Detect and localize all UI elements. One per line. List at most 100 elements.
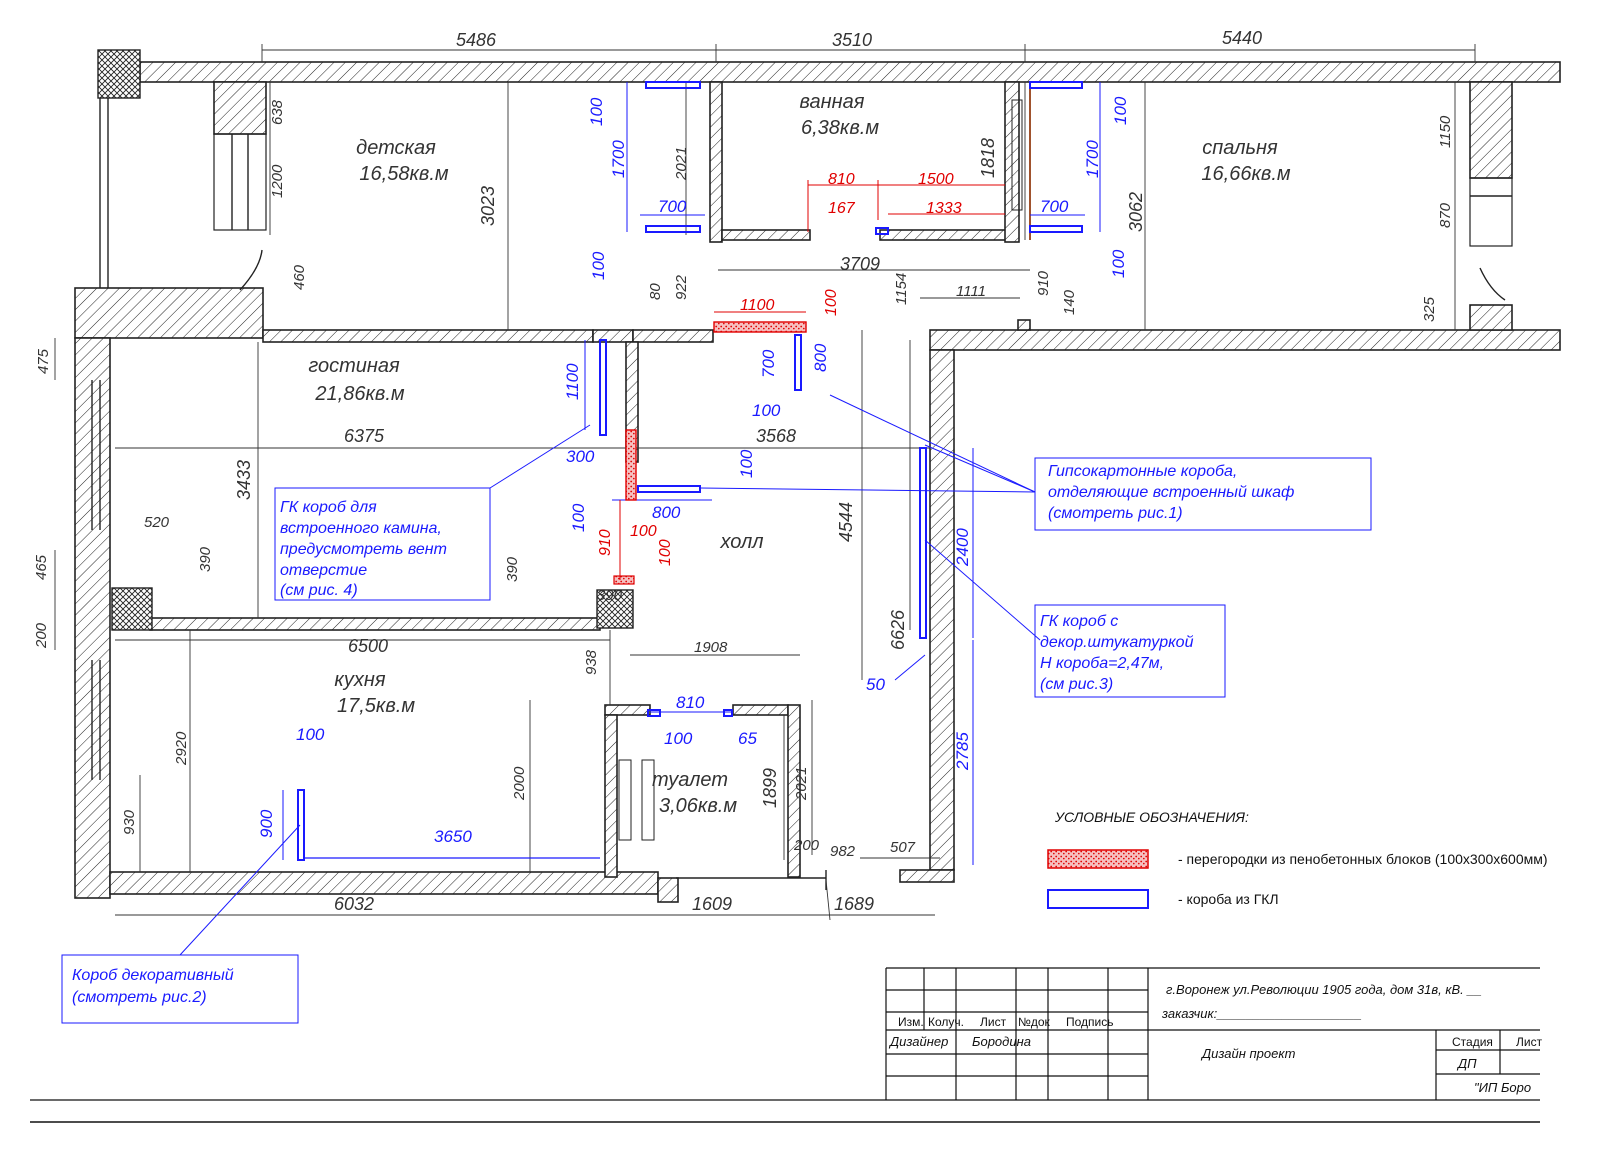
note-plaster: ГК короб с декор.штукатуркой Н короба=2,…: [1040, 613, 1194, 693]
tb-designer-name: Бородина: [972, 1034, 1031, 1049]
blue-dim-810: 810: [676, 693, 705, 712]
tb-designer-label: Дизайнер: [888, 1034, 948, 1049]
room-kids-name: детская: [356, 137, 436, 159]
red-dim-100-a: 100: [823, 289, 840, 316]
title-block: [30, 967, 1540, 1123]
dim-top-1: 5486: [456, 30, 497, 50]
svg-text:(см рис. 4): (см рис. 4): [280, 582, 358, 599]
dim-1154: 1154: [893, 273, 910, 305]
dim-507: 507: [890, 839, 916, 856]
note-box-decor: [61, 954, 299, 1024]
blue-dim-700-a: 700: [658, 197, 687, 216]
tb-project: Дизайн проект: [1200, 1046, 1296, 1061]
dim-200-a: 200: [33, 622, 50, 649]
note-box-plaster: [1034, 604, 1226, 698]
room-kitchen-area: 17,5кв.м: [337, 695, 415, 717]
svg-text:Короб декоративный: Короб декоративный: [72, 967, 234, 984]
room-kitchen-name: кухня: [334, 669, 385, 691]
tb-col-kol: Колуч.: [928, 1015, 964, 1029]
blue-dim-2400: 2400: [953, 528, 972, 567]
svg-text:Н короба=2,47м,: Н короба=2,47м,: [1040, 655, 1164, 672]
blue-dim-700-b: 700: [1040, 197, 1069, 216]
dim-3062: 3062: [1126, 192, 1146, 232]
blue-dim-100-f: 100: [737, 449, 756, 478]
dim-2000: 2000: [511, 766, 528, 801]
room-bath-area: 6,38кв.м: [801, 117, 879, 139]
svg-text:предусмотреть вент: предусмотреть вент: [280, 541, 447, 558]
blue-dim-700-c: 700: [759, 349, 778, 378]
red-dim-100-b: 100: [630, 523, 657, 540]
dim-200-b: 200: [793, 837, 820, 854]
svg-text:Гипсокартонные короба,: Гипсокартонные короба,: [1048, 463, 1237, 480]
legend-gkl-swatch: [1047, 889, 1149, 909]
svg-text:встроенного камина,: встроенного камина,: [280, 520, 442, 537]
tb-sheet-label: Лист: [1516, 1035, 1543, 1049]
dim-325: 325: [1421, 296, 1438, 322]
blue-dim-900: 900: [257, 809, 276, 838]
dim-1111: 1111: [956, 283, 986, 300]
red-dim-1500: 1500: [918, 171, 954, 188]
dim-460: 460: [291, 264, 308, 290]
blue-dim-3650: 3650: [434, 827, 472, 846]
svg-text:(смотреть рис.1): (смотреть рис.1): [1048, 505, 1183, 522]
legend-foam-label: - перегородки из пенобетонных блоков (10…: [1178, 851, 1548, 867]
dim-1150: 1150: [1437, 115, 1454, 148]
blue-dim-1700-a: 1700: [609, 140, 628, 178]
dim-2021-a: 2021: [673, 147, 690, 181]
red-dim-1333: 1333: [926, 200, 962, 217]
gkl-boxes: [179, 81, 1101, 956]
blue-dim-1100: 1100: [563, 363, 582, 400]
blue-dim-100-c: 100: [1111, 96, 1130, 125]
room-bedroom-area: 16,66кв.м: [1201, 163, 1290, 185]
dim-465: 465: [33, 554, 50, 580]
dim-1899: 1899: [760, 768, 780, 808]
dim-938: 938: [583, 649, 600, 675]
tb-col-sign: Подпись: [1066, 1015, 1114, 1029]
svg-text:отверстие: отверстие: [280, 562, 367, 579]
legend-title: УСЛОВНЫЕ ОБОЗНАЧЕНИЯ:: [1054, 809, 1249, 825]
dim-1908: 1908: [694, 639, 728, 656]
room-bedroom-name: спальня: [1202, 137, 1278, 159]
note-box-closet: [1034, 457, 1372, 531]
svg-text:ГК короб с: ГК короб с: [1040, 613, 1118, 630]
room-toilet-area: 3,06кв.м: [659, 795, 737, 817]
blue-dim-100-i: 100: [296, 725, 325, 744]
room-bath-name: ванная: [800, 91, 865, 113]
blue-dim-50: 50: [866, 675, 885, 694]
red-dim-100-c: 100: [657, 539, 674, 566]
walls: [74, 49, 1561, 921]
blue-dim-65: 65: [738, 729, 757, 748]
dim-3023: 3023: [478, 186, 498, 226]
dim-top-3: 5440: [1222, 28, 1262, 48]
dim-390-b: 390: [504, 556, 521, 582]
blue-dim-100-h: 100: [664, 729, 693, 748]
red-dim-910: 910: [597, 529, 614, 556]
note-box-fireplace: [274, 487, 491, 601]
dim-922: 922: [673, 274, 690, 300]
tb-company: "ИП Боро: [1474, 1080, 1531, 1095]
dim-6500: 6500: [348, 636, 388, 656]
tb-col-doc: №док: [1018, 1015, 1051, 1029]
dim-3709: 3709: [840, 254, 880, 274]
blue-dim-100-e: 100: [752, 401, 781, 420]
note-closet: Гипсокартонные короба, отделяющие встрое…: [1048, 463, 1294, 522]
tb-customer: заказчик:____________________: [1161, 1006, 1362, 1021]
dim-870: 870: [1437, 202, 1454, 228]
legend-gkl-label: - короба из ГКЛ: [1178, 891, 1279, 907]
blue-dim-100-a: 100: [587, 97, 606, 126]
dim-1200: 1200: [269, 164, 286, 198]
blue-dim-800-a: 800: [811, 343, 830, 372]
blue-dim-100-d: 100: [1109, 249, 1128, 278]
dimension-lines: [54, 44, 1476, 916]
tb-col-izm: Изм.: [898, 1015, 924, 1029]
dim-638: 638: [269, 99, 286, 125]
dim-2920: 2920: [173, 731, 190, 766]
note-fireplace: ГК короб для встроенного камина, предусм…: [280, 499, 447, 599]
dim-4544: 4544: [836, 502, 856, 542]
room-living-name: гостиная: [308, 355, 400, 377]
red-dim-167: 167: [828, 200, 856, 217]
blue-dim-300: 300: [566, 447, 595, 466]
red-dim-1100: 1100: [740, 297, 775, 314]
svg-text:декор.штукатуркой: декор.штукатуркой: [1040, 634, 1194, 651]
